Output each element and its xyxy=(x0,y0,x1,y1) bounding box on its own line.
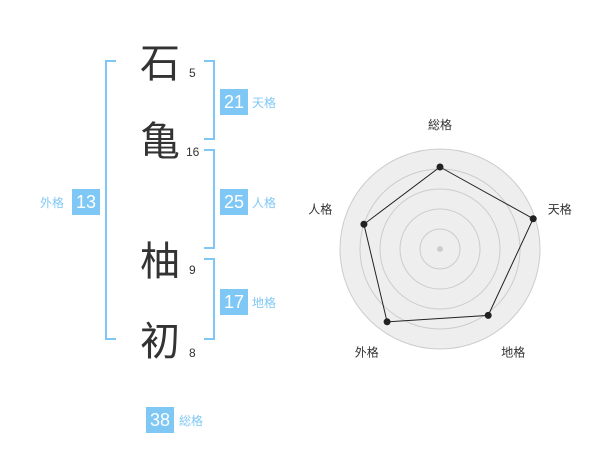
gai-label: 外格 xyxy=(40,196,65,210)
radar-ring-2 xyxy=(379,188,501,310)
stroke-count-2: 16 xyxy=(186,145,200,159)
radar-data-polygon xyxy=(363,166,534,323)
stroke-count-1: 5 xyxy=(189,66,196,80)
radar-axis-label-1: 総格 xyxy=(428,117,452,132)
jin-value-badge: 25 xyxy=(220,189,248,215)
radar-axis-label-4: 外格 xyxy=(355,345,379,360)
name-char-1: 石 xyxy=(140,41,180,87)
stroke-count-4: 8 xyxy=(189,346,196,360)
radar-ring-3 xyxy=(399,208,481,290)
ten-label: 天格 xyxy=(252,96,277,110)
radar-axis-label-2: 天格 xyxy=(548,201,572,216)
radar-point-5 xyxy=(360,220,368,228)
radar-point-4 xyxy=(383,318,391,326)
sou-label: 総格 xyxy=(179,414,204,428)
radar-center-dot xyxy=(437,246,443,252)
ten-bracket xyxy=(204,60,215,140)
radar-point-1 xyxy=(436,163,444,171)
jin-bracket xyxy=(204,149,215,249)
name-char-4: 初 xyxy=(140,319,180,365)
chi-label: 地格 xyxy=(252,296,277,310)
radar-ring-4 xyxy=(419,228,461,270)
outer-bracket xyxy=(105,60,116,340)
chi-bracket xyxy=(204,258,215,340)
name-char-2: 亀 xyxy=(140,119,180,165)
name-char-3: 柚 xyxy=(140,239,180,285)
jin-label: 人格 xyxy=(252,196,277,210)
radar-axis-label-3: 地格 xyxy=(501,345,525,360)
radar-axis-label-5: 人格 xyxy=(308,201,332,216)
radar-point-2 xyxy=(529,215,537,223)
radar-point-3 xyxy=(484,311,492,319)
sou-value-badge: 38 xyxy=(146,407,174,433)
chi-value-badge: 17 xyxy=(220,289,248,315)
gai-value-badge: 13 xyxy=(72,189,100,215)
stroke-count-3: 9 xyxy=(189,263,196,277)
ten-value-badge: 21 xyxy=(220,89,248,115)
